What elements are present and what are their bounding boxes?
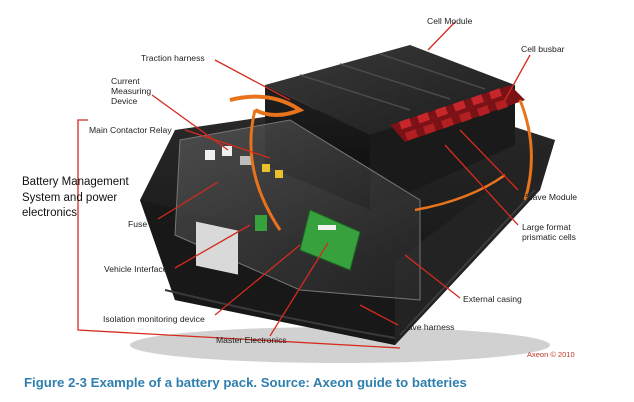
cell-busbars-shape bbox=[390, 85, 525, 142]
current-measuring-device-label: Current Measuring Device bbox=[111, 76, 152, 106]
traction-harness-label: Traction harness bbox=[141, 53, 205, 63]
leader-lines bbox=[151, 21, 531, 337]
slave-harness-shape bbox=[518, 99, 533, 201]
harness-shape-2 bbox=[414, 173, 506, 212]
credit-text: Axeon © 2010 bbox=[527, 350, 575, 359]
vehicle-interface-label: Vehicle Interface bbox=[104, 264, 168, 274]
external-casing-label: External casing bbox=[463, 294, 522, 304]
main-contactor-relay-label: Main Contactor Relay bbox=[89, 125, 172, 135]
fuse-label: Fuse bbox=[128, 219, 148, 229]
large-format-prismatic-cells-label: Large format prismatic cells bbox=[522, 222, 576, 242]
cell-busbar-label: Cell busbar bbox=[521, 44, 565, 54]
traction-harness-shape bbox=[229, 94, 305, 117]
figure-caption: Figure 2-3 Example of a battery pack. So… bbox=[24, 375, 467, 390]
bms-bracket bbox=[77, 119, 401, 349]
slave-module-label: Slave Module bbox=[525, 192, 578, 202]
master-electronics-label: Master Electronics bbox=[216, 335, 287, 345]
slave-harness-label: Slave harness bbox=[400, 322, 455, 332]
electronics-bay-shape bbox=[174, 119, 421, 301]
harness-shape bbox=[249, 109, 282, 231]
bms-label: Battery Management System and power elec… bbox=[22, 176, 129, 219]
cell-module-label: Cell Module bbox=[427, 16, 473, 26]
isolation-monitoring-device-label: Isolation monitoring device bbox=[103, 314, 205, 324]
